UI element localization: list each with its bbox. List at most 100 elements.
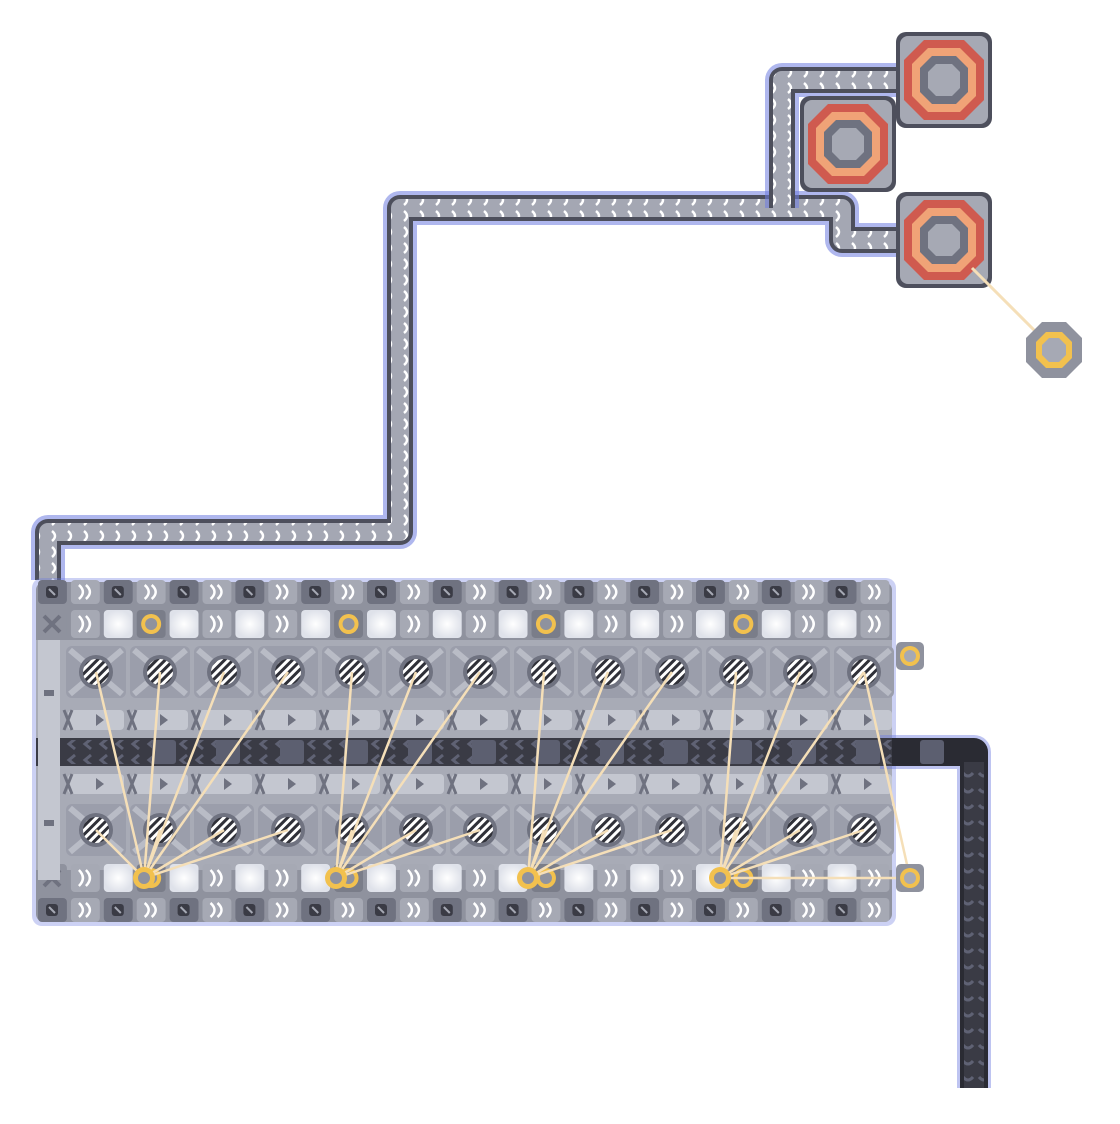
- belt-icon[interactable]: [446, 709, 508, 731]
- belt-icon[interactable]: [663, 898, 692, 922]
- belt-icon[interactable]: [638, 709, 700, 731]
- power-pole-icon[interactable]: [970, 266, 1082, 378]
- belt-icon[interactable]: [510, 773, 572, 795]
- power-pole-icon[interactable]: [136, 610, 166, 638]
- splitter-icon[interactable]: [498, 898, 528, 922]
- belt-icon[interactable]: [663, 580, 692, 604]
- belt-icon[interactable]: [202, 580, 232, 604]
- belt-icon[interactable]: [268, 580, 298, 604]
- splitter-icon[interactable]: [761, 898, 791, 922]
- belt-icon[interactable]: [268, 898, 298, 922]
- input-belt-line[interactable]: [31, 63, 896, 580]
- splitter-icon[interactable]: [564, 898, 594, 922]
- belt-icon[interactable]: [663, 864, 692, 892]
- belt-icon[interactable]: [62, 709, 124, 731]
- belt-icon[interactable]: [574, 709, 636, 731]
- power-pole-icon[interactable]: [531, 610, 561, 638]
- splitter-icon[interactable]: [498, 580, 528, 604]
- factory-group[interactable]: [800, 32, 992, 288]
- belt-icon[interactable]: [382, 709, 444, 731]
- splitter-icon[interactable]: [367, 580, 396, 604]
- splitter-icon[interactable]: [432, 898, 462, 922]
- belt-icon[interactable]: [465, 864, 495, 892]
- factory-icon[interactable]: [896, 32, 992, 128]
- belt-icon[interactable]: [531, 580, 561, 604]
- power-pole-icon[interactable]: [896, 864, 924, 892]
- splitter-icon[interactable]: [827, 898, 857, 922]
- splitter-icon[interactable]: [103, 580, 133, 604]
- belt-icon[interactable]: [126, 773, 188, 795]
- power-pole-icon[interactable]: [133, 867, 155, 889]
- belt-icon[interactable]: [202, 610, 232, 638]
- belt-icon[interactable]: [318, 773, 380, 795]
- splitter-icon[interactable]: [761, 580, 791, 604]
- belt-icon[interactable]: [766, 709, 828, 731]
- belt-icon[interactable]: [399, 864, 429, 892]
- belt-icon[interactable]: [728, 580, 758, 604]
- factory-icon[interactable]: [800, 96, 896, 192]
- belt-icon[interactable]: [399, 610, 429, 638]
- belt-icon[interactable]: [702, 709, 764, 731]
- splitter-icon[interactable]: [301, 898, 331, 922]
- belt-icon[interactable]: [638, 773, 700, 795]
- splitter-icon[interactable]: [235, 580, 265, 604]
- splitter-icon[interactable]: [301, 580, 331, 604]
- belt-icon[interactable]: [794, 580, 824, 604]
- splitter-icon[interactable]: [235, 898, 265, 922]
- belt-icon[interactable]: [728, 898, 758, 922]
- belt-icon[interactable]: [766, 773, 828, 795]
- belt-icon[interactable]: [70, 610, 100, 638]
- belt-icon[interactable]: [574, 773, 636, 795]
- belt-icon[interactable]: [399, 898, 429, 922]
- belt-icon[interactable]: [597, 864, 627, 892]
- belt-icon[interactable]: [382, 773, 444, 795]
- belt-icon[interactable]: [70, 898, 100, 922]
- belt-icon[interactable]: [794, 898, 824, 922]
- belt-icon[interactable]: [465, 610, 495, 638]
- belt-icon[interactable]: [318, 709, 380, 731]
- belt-icon[interactable]: [268, 610, 298, 638]
- belt-icon[interactable]: [510, 709, 572, 731]
- splitter-icon[interactable]: [38, 610, 67, 638]
- splitter-icon[interactable]: [630, 580, 660, 604]
- splitter-icon[interactable]: [169, 898, 199, 922]
- belt-icon[interactable]: [190, 709, 252, 731]
- belt-icon[interactable]: [597, 580, 627, 604]
- belt-icon[interactable]: [202, 864, 232, 892]
- belt-icon[interactable]: [268, 864, 298, 892]
- splitter-icon[interactable]: [630, 898, 660, 922]
- belt-icon[interactable]: [62, 773, 124, 795]
- belt-icon[interactable]: [254, 709, 316, 731]
- belt-icon[interactable]: [860, 898, 890, 922]
- belt-icon[interactable]: [597, 898, 627, 922]
- belt-icon[interactable]: [136, 580, 166, 604]
- belt-icon[interactable]: [794, 610, 824, 638]
- belt-icon[interactable]: [202, 898, 232, 922]
- splitter-icon[interactable]: [564, 580, 594, 604]
- belt-icon[interactable]: [446, 773, 508, 795]
- splitter-icon[interactable]: [103, 898, 133, 922]
- power-pole-icon[interactable]: [728, 610, 758, 638]
- power-pole-icon[interactable]: [709, 867, 731, 889]
- belt-icon[interactable]: [663, 610, 692, 638]
- splitter-icon[interactable]: [38, 898, 67, 922]
- belt-icon[interactable]: [334, 898, 363, 922]
- splitter-icon[interactable]: [696, 580, 725, 604]
- belt-icon[interactable]: [860, 580, 890, 604]
- belt-icon[interactable]: [702, 773, 764, 795]
- splitter-icon[interactable]: [432, 580, 462, 604]
- power-pole-icon[interactable]: [896, 642, 924, 670]
- factory-icon[interactable]: [896, 192, 992, 288]
- belt-icon[interactable]: [465, 898, 495, 922]
- belt-icon[interactable]: [126, 709, 188, 731]
- splitter-icon[interactable]: [169, 580, 199, 604]
- belt-icon[interactable]: [830, 709, 892, 731]
- power-pole-icon[interactable]: [517, 867, 539, 889]
- power-pole-icon[interactable]: [334, 610, 363, 638]
- belt-icon[interactable]: [136, 898, 166, 922]
- belt-icon[interactable]: [70, 580, 100, 604]
- power-pole-icon[interactable]: [325, 867, 347, 889]
- belt-icon[interactable]: [334, 580, 363, 604]
